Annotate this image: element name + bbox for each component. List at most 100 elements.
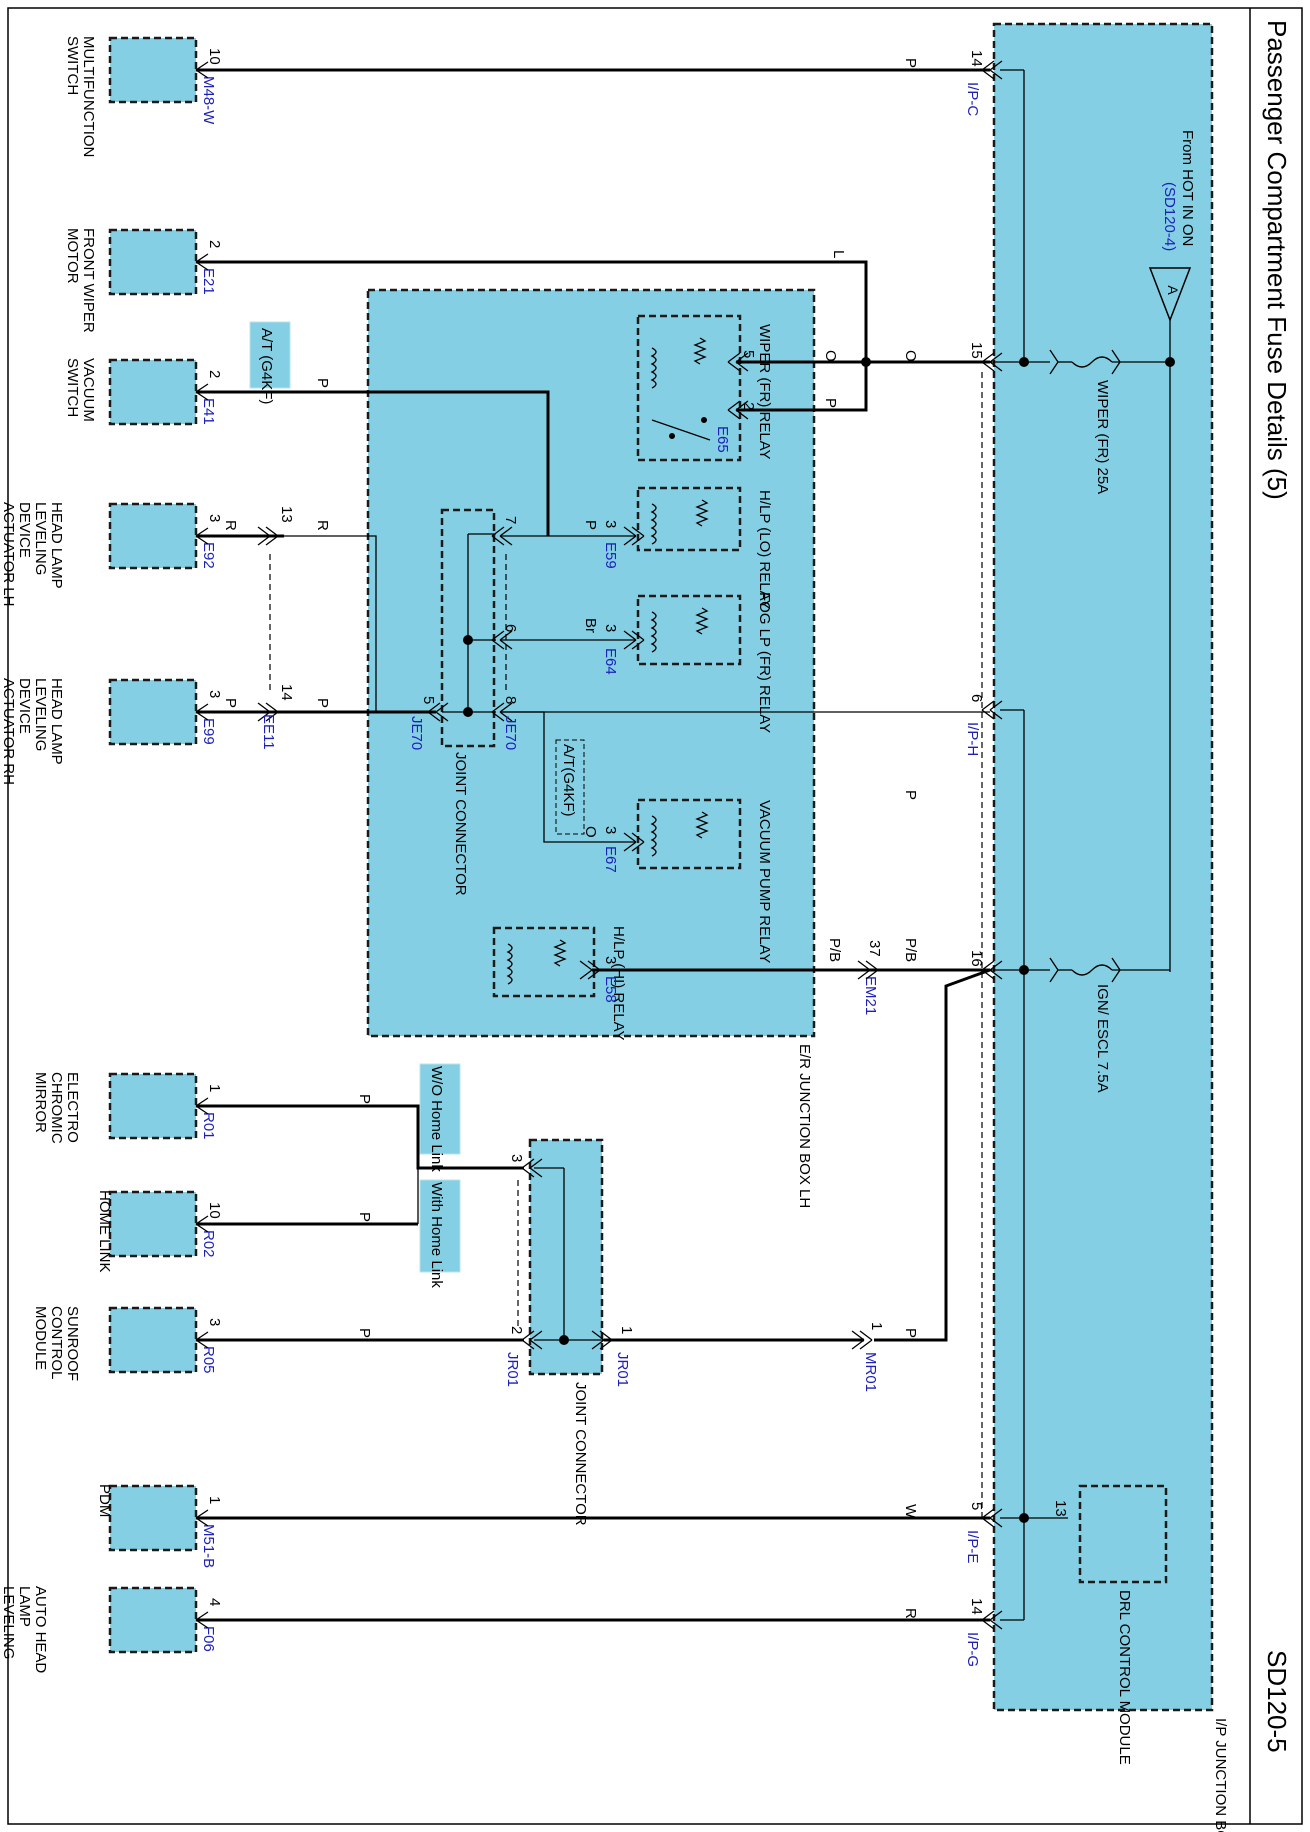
joint-connector-je70 [440, 508, 496, 748]
joint-connector-jr01 [528, 1138, 604, 1376]
component-box [108, 1072, 198, 1140]
component-pin: 1 [206, 1496, 223, 1504]
at-note-box [555, 739, 585, 835]
pin-e65-2: 2 [740, 402, 757, 410]
source-label: From HOT IN ON [1179, 130, 1196, 246]
component-connector: R01 [200, 1112, 217, 1140]
component-name: FRONT WIPERMOTOR [64, 228, 97, 333]
component-pin: 2 [206, 240, 223, 248]
drl-pin: 13 [1052, 1500, 1069, 1517]
fuse-wiper-25a: WIPER (FR) 25A [1049, 349, 1121, 494]
source-tag-triangle [1148, 267, 1192, 323]
ip-pin-15: 15 [968, 342, 985, 359]
component-connector: R02 [200, 1230, 217, 1258]
component-connector: F06 [200, 1626, 217, 1652]
svg-text:P: P [902, 1328, 919, 1338]
component-pin: 10 [206, 48, 223, 65]
component-box [108, 36, 198, 104]
code-block: SD120-5 [1262, 1650, 1292, 1753]
conn-ip-c: I/P-C [964, 82, 981, 116]
svg-text:P: P [902, 790, 919, 800]
component-box [108, 1306, 198, 1374]
ee11-pin-13: 13 [278, 506, 295, 523]
fog-relay [636, 594, 742, 666]
conn-e59: E59 [602, 542, 619, 569]
svg-text:P: P [314, 378, 331, 388]
svg-text:P: P [822, 398, 839, 408]
pin-e58-3: 3 [602, 956, 619, 964]
at-tag [249, 321, 291, 389]
wire-wiper-p [736, 362, 868, 412]
wire-vacuum-switch [196, 390, 550, 536]
svg-text:O: O [902, 350, 919, 362]
conn-ip-e: I/P-E [964, 1530, 981, 1563]
wire-color-labels: P L O O P P R R P Br P P O P/B P/B P P P… [222, 58, 919, 1619]
page-frame [7, 7, 1303, 1825]
pin-je70-8: 8 [502, 696, 519, 704]
component-box [108, 228, 198, 296]
component-box [108, 678, 198, 746]
hlp-hi-label: H/LP (HI) RELAY [610, 926, 627, 1040]
conn-e58: E58 [602, 976, 619, 1003]
ip-pin-5: 5 [968, 1502, 985, 1510]
hlp-lo-relay [636, 486, 742, 552]
svg-text:P/B: P/B [826, 938, 843, 962]
svg-text:P: P [582, 520, 599, 530]
component-connector: M51-B [200, 1524, 217, 1568]
drl-label: DRL CONTROL MODULE [1116, 1590, 1133, 1765]
page-title: Passenger Compartment Fuse Details (5) [1262, 20, 1292, 500]
pin-e67-3: 3 [602, 826, 619, 834]
conn-je70-b: JE70 [408, 716, 425, 750]
jr01-pin-2: 2 [508, 1326, 525, 1334]
hlp-hi-relay [492, 926, 596, 998]
conn-e64: E64 [602, 648, 619, 675]
component-name: VACUUMSWITCH [64, 358, 97, 422]
component-pin: 3 [206, 690, 223, 698]
component-name: SUNROOFCONTROLMODULE [32, 1306, 81, 1381]
conn-jr01-a: JR01 [614, 1352, 631, 1387]
component-box [108, 502, 198, 570]
fog-relay-label: FOG LP (FR) RELAY [756, 592, 773, 733]
component-connector: E21 [200, 268, 217, 295]
pin-e65-5: 5 [740, 350, 757, 358]
hlp-lo-label: H/LP (LO) RELAY [756, 490, 773, 610]
fuse1-label: WIPER (FR) 25A [1094, 380, 1111, 494]
wo-home-link-tag [419, 1063, 461, 1155]
component-pin: 10 [206, 1202, 223, 1219]
title-block: Passenger Compartment Fuse Details (5) [1262, 20, 1292, 500]
pin-e59-3: 3 [602, 520, 619, 528]
jr01-pin-3: 3 [508, 1154, 525, 1162]
component-connector: M48-W [200, 76, 217, 125]
ip-pin-16: 16 [968, 950, 985, 967]
svg-text:O: O [582, 826, 599, 838]
source-ref: (SD120-4) [1161, 182, 1178, 251]
joint2-label: JOINT CONNECTOR [572, 1382, 589, 1526]
component-pin: 1 [206, 1084, 223, 1092]
component-name: ELECTROCHROMICMIRROR [32, 1072, 81, 1144]
svg-text:P/B: P/B [902, 938, 919, 962]
pin-je70-7: 7 [502, 516, 519, 524]
a-junction-dot [1165, 357, 1175, 367]
component-connector: R05 [200, 1346, 217, 1374]
component-name: HOME LINK [96, 1190, 113, 1273]
fuse2-label: IGN/ ESCL 7.5A [1094, 984, 1111, 1093]
ip-pin-6: 6 [968, 694, 985, 702]
wire-front-wiper [196, 260, 868, 362]
pin-em21-37: 37 [866, 940, 883, 957]
conn-em21: EM21 [862, 976, 879, 1015]
svg-text:R: R [314, 520, 331, 531]
conn-mr01: MR01 [862, 1352, 879, 1392]
component-connector: E92 [200, 542, 217, 569]
ip-junction-box [992, 22, 1214, 1712]
vacuum-relay-label: VACUUM PUMP RELAY [756, 800, 773, 963]
svg-text:R: R [222, 520, 239, 531]
svg-text:O: O [822, 350, 839, 362]
joint-label: JOINT CONNECTOR [452, 752, 469, 896]
